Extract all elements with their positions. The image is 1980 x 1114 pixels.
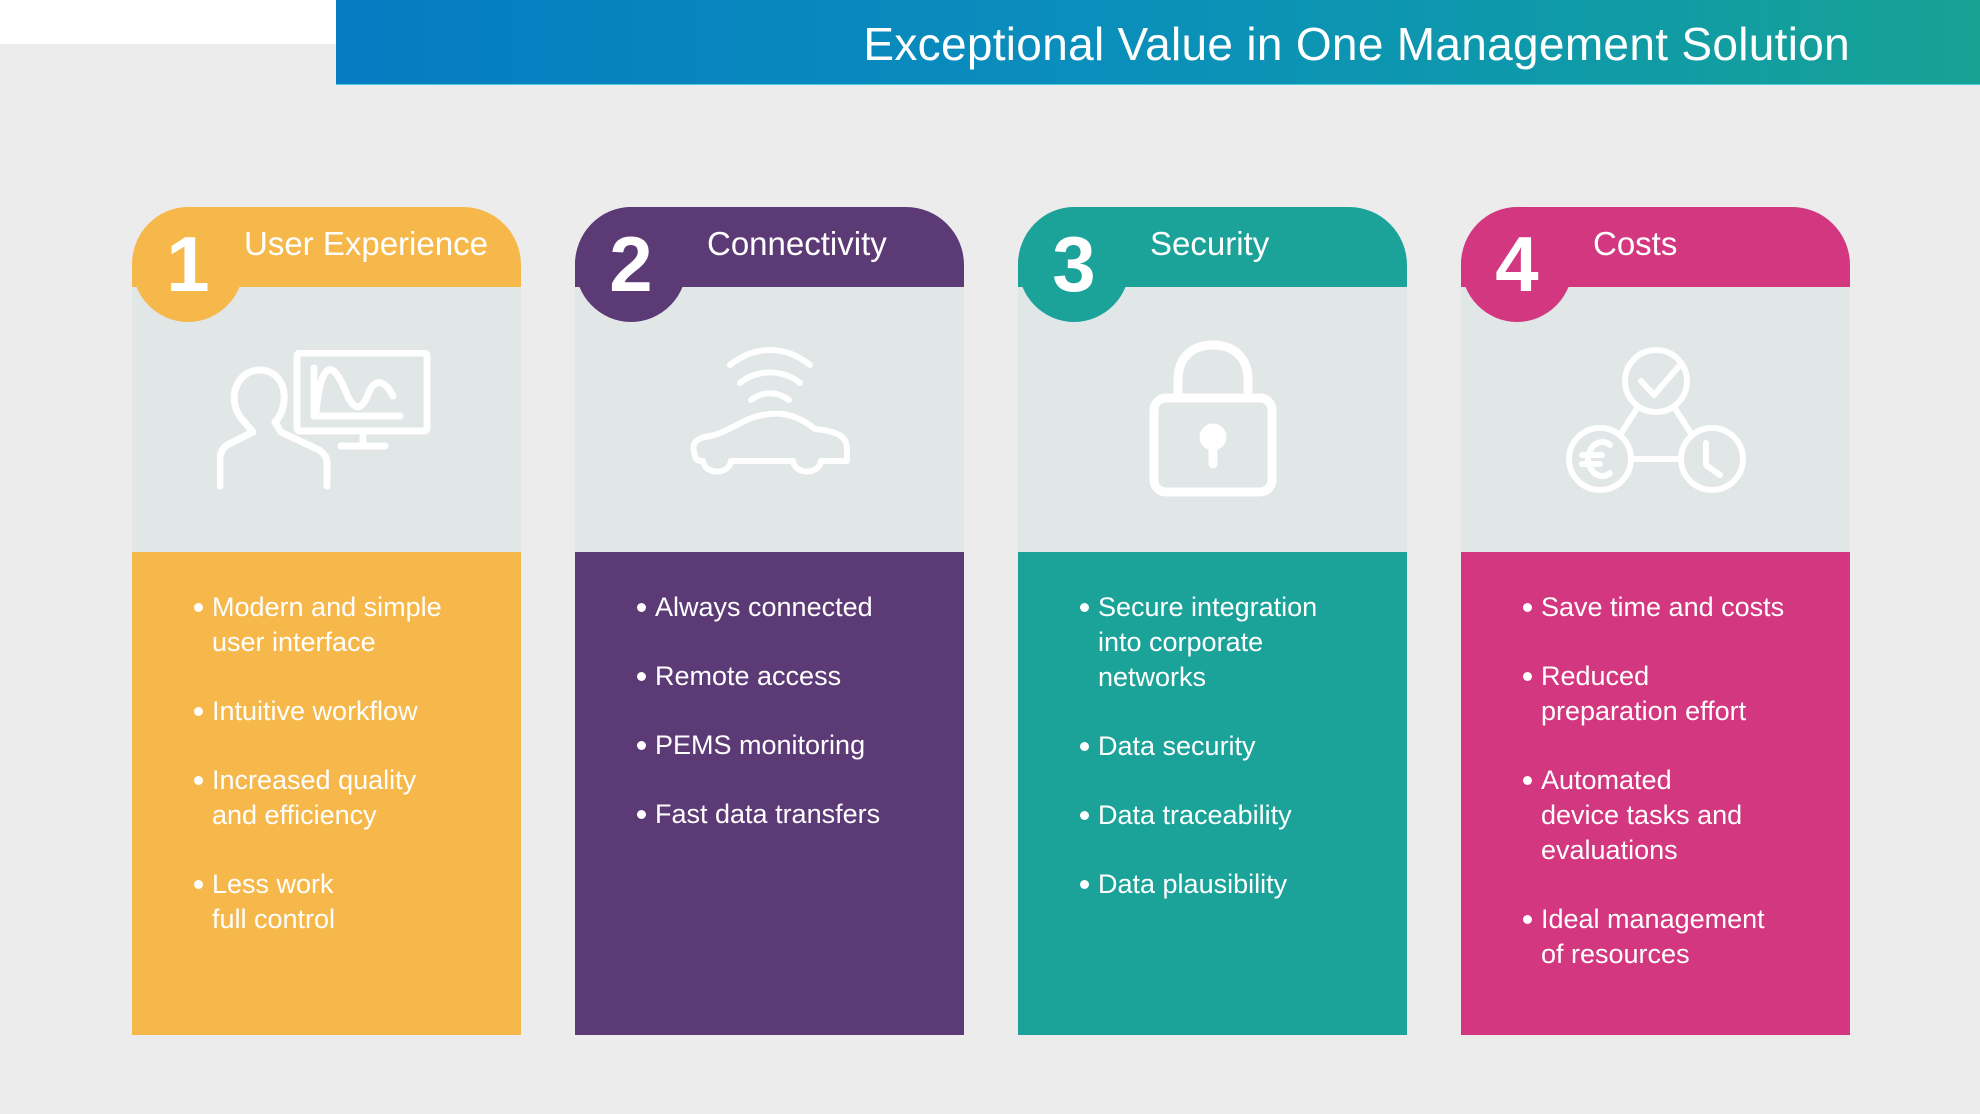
connected-car-icon — [689, 346, 850, 474]
bullet-item: Data traceability — [1080, 798, 1387, 833]
bullet-item: Data plausibility — [1080, 867, 1387, 902]
page-title: Exceptional Value in One Management Solu… — [863, 18, 1850, 70]
bullet-list: Modern and simple user interface Intuiti… — [194, 590, 501, 971]
number-badge — [132, 207, 244, 322]
bullet-list: Always connected Remote access PEMS moni… — [637, 590, 944, 866]
icon-panel — [1461, 287, 1850, 552]
title-banner: Exceptional Value in One Management Solu… — [336, 0, 1980, 85]
bullet-item: Reduced preparation effort — [1523, 659, 1830, 729]
top-left-white-strip — [0, 0, 336, 44]
bullet-item: Save time and costs — [1523, 590, 1830, 625]
number-badge — [1018, 207, 1130, 322]
bullet-item: Remote access — [637, 659, 944, 694]
number-badge — [575, 207, 687, 322]
card-connectivity: 2 Connectivity Always connected Remote a… — [575, 207, 964, 1035]
card-title: User Experience — [244, 225, 488, 262]
card-title: Costs — [1593, 225, 1678, 262]
bullet-panel: Secure integration into corporate networ… — [1018, 552, 1407, 1035]
user-monitor-chart-icon — [216, 349, 430, 489]
bullet-item: Increased quality and efficiency — [194, 763, 501, 833]
bullet-panel: Always connected Remote access PEMS moni… — [575, 552, 964, 1035]
bullet-item: Data security — [1080, 729, 1387, 764]
bullet-item: Intuitive workflow — [194, 694, 501, 729]
bullet-list: Secure integration into corporate networ… — [1080, 590, 1387, 936]
icon-panel — [132, 287, 521, 552]
icon-panel — [1018, 287, 1407, 552]
bullet-panel: Save time and costs Reduced preparation … — [1461, 552, 1850, 1035]
bullet-list: Save time and costs Reduced preparation … — [1523, 590, 1830, 1006]
card-user-experience: 1 User Experience Modern and simple user… — [132, 207, 521, 1035]
bullet-item: Fast data transfers — [637, 797, 944, 832]
card-title: Connectivity — [707, 225, 887, 262]
bullet-item: Less work full control — [194, 867, 501, 937]
card-title: Security — [1150, 225, 1270, 262]
card-number: 3 — [1052, 220, 1096, 308]
cost-time-check-icon — [1565, 346, 1746, 493]
card-number: 2 — [609, 220, 653, 308]
bullet-item: Automated device tasks and evaluations — [1523, 763, 1830, 868]
bullet-item: Modern and simple user interface — [194, 590, 501, 660]
number-badge — [1461, 207, 1573, 322]
padlock-icon — [1149, 340, 1276, 496]
card-costs: 4 Costs Save time and costs Reduced prep… — [1461, 207, 1850, 1035]
bullet-item: Ideal management of resources — [1523, 902, 1830, 972]
bullet-item: Secure integration into corporate networ… — [1080, 590, 1387, 695]
bullet-item: Always connected — [637, 590, 944, 625]
card-number: 1 — [166, 220, 210, 308]
icon-panel — [575, 287, 964, 552]
card-security: 3 Security Secure integration into corpo… — [1018, 207, 1407, 1035]
card-number: 4 — [1495, 220, 1539, 308]
bullet-item: PEMS monitoring — [637, 728, 944, 763]
bullet-panel: Modern and simple user interface Intuiti… — [132, 552, 521, 1035]
